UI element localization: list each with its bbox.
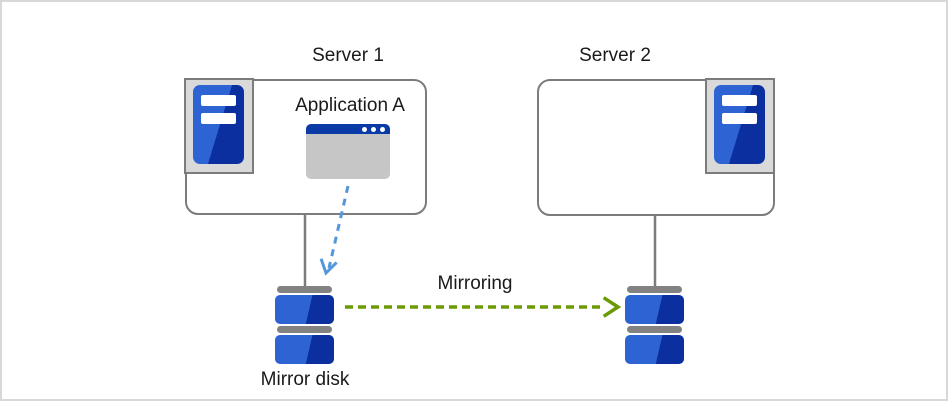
disk-cap [277, 326, 332, 333]
server-slot-bar [722, 95, 757, 106]
server-tower-icon [714, 85, 765, 164]
disk-platter [275, 335, 334, 364]
window-body [306, 134, 390, 179]
disk-cap [277, 286, 332, 293]
application-label: Application A [295, 95, 405, 116]
server-slot-bar [201, 113, 236, 124]
mirror-disk-right-stacked-disks-icon [625, 286, 684, 366]
server-slot-bar [722, 113, 757, 124]
disk-cap [627, 326, 682, 333]
disk-platter [625, 295, 684, 324]
disk-cap [627, 286, 682, 293]
server2-server-tower-icon [705, 78, 775, 174]
disk-platter [625, 335, 684, 364]
server-tower-icon [193, 85, 244, 164]
server-slot-bar [201, 95, 236, 106]
disk-platter [275, 295, 334, 324]
mirror-disk-left-stacked-disks-icon [275, 286, 334, 366]
mirroring-label: Mirroring [437, 273, 513, 294]
window-dots-icon [362, 127, 385, 132]
application-window-icon [306, 124, 390, 179]
server1-server-tower-icon [184, 78, 254, 174]
server1-label: Server 1 [312, 45, 384, 66]
window-titlebar [306, 124, 390, 134]
mirror-disk-label: Mirror disk [260, 369, 350, 390]
dashed-arrow-right-green-icon [345, 296, 622, 318]
server2-label: Server 2 [579, 45, 651, 66]
